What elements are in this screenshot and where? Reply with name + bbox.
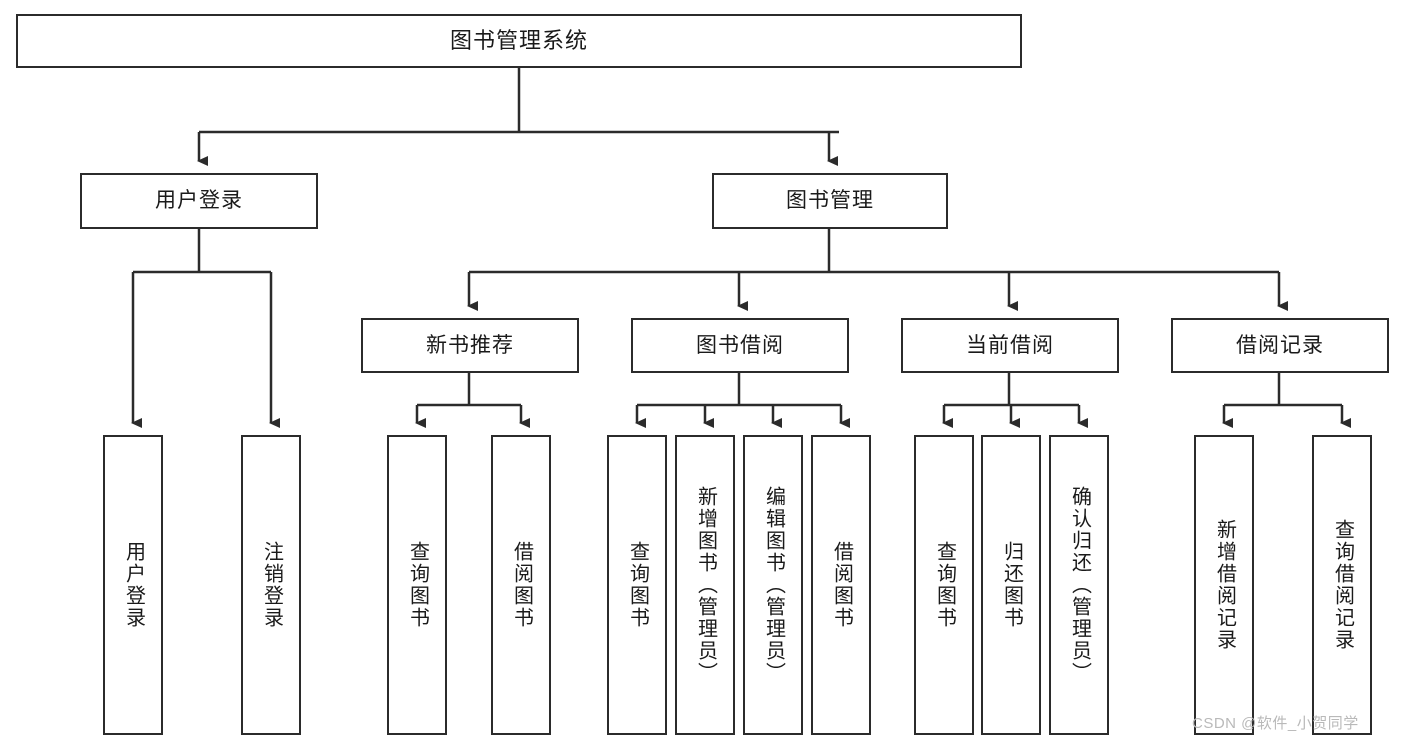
leaf-query-book-borrow[interactable]: 查询图书	[607, 435, 667, 735]
leaf-borrow-book-recommend[interactable]: 借阅图书	[491, 435, 551, 735]
leaf-query-borrow-record[interactable]: 查询借阅记录	[1312, 435, 1372, 735]
leaf-borrow-book[interactable]: 借阅图书	[811, 435, 871, 735]
node-borrow-record[interactable]: 借阅记录	[1171, 318, 1389, 373]
node-root-system[interactable]: 图书管理系统	[16, 14, 1022, 68]
leaf-query-book-recommend[interactable]: 查询图书	[387, 435, 447, 735]
node-new-book-recommend[interactable]: 新书推荐	[361, 318, 579, 373]
node-user-login[interactable]: 用户登录	[80, 173, 318, 229]
watermark-text: CSDN @软件_小贺同学	[1192, 715, 1359, 732]
leaf-edit-book-admin[interactable]: 编辑图书（管理员）	[743, 435, 803, 735]
leaf-confirm-return-admin[interactable]: 确认归还（管理员）	[1049, 435, 1109, 735]
leaf-query-book-current[interactable]: 查询图书	[914, 435, 974, 735]
leaf-user-login[interactable]: 用户登录	[103, 435, 163, 735]
leaf-add-book-admin[interactable]: 新增图书（管理员）	[675, 435, 735, 735]
node-book-borrow[interactable]: 图书借阅	[631, 318, 849, 373]
leaf-return-book[interactable]: 归还图书	[981, 435, 1041, 735]
node-book-management[interactable]: 图书管理	[712, 173, 948, 229]
leaf-add-borrow-record[interactable]: 新增借阅记录	[1194, 435, 1254, 735]
leaf-user-logout[interactable]: 注销登录	[241, 435, 301, 735]
node-current-borrow[interactable]: 当前借阅	[901, 318, 1119, 373]
